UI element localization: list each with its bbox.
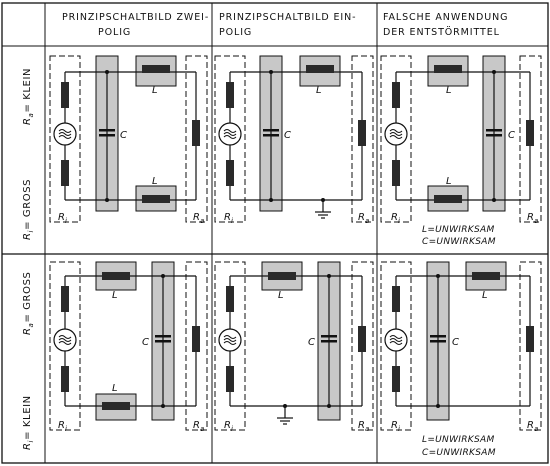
inductor-label: L xyxy=(446,176,452,187)
source-resistor-bottom xyxy=(61,160,69,186)
sine-icon xyxy=(223,335,237,345)
sine-icon xyxy=(389,129,403,139)
load-box xyxy=(351,261,374,431)
ri-label: Ri xyxy=(224,212,233,225)
row1-ra-label: Ra= KLEIN xyxy=(22,68,35,125)
ra-label: Ra xyxy=(527,212,538,225)
load-box xyxy=(351,55,374,223)
column-headers: PRINZIPSCHALTBILD ZWEI- POLIG PRINZIPSCH… xyxy=(62,12,508,38)
capacitor-label: C xyxy=(508,130,515,141)
inductor-label: L xyxy=(278,290,284,301)
ri-label: Ri xyxy=(391,212,400,225)
circuit-r1-c3: C L L Ri Ra L=UNWIRKSAM C=UNWIRKSAM xyxy=(380,55,542,247)
row-2-side-labels: Ra= GROSS Ri= KLEIN xyxy=(22,272,35,450)
l-ineffective-note: L=UNWIRKSAM xyxy=(422,435,495,445)
source-box xyxy=(214,55,246,223)
inductor xyxy=(306,65,334,73)
source-resistor-top xyxy=(61,82,69,108)
circuit-r1-c1: C L L Ri Ra xyxy=(49,55,208,225)
header-col1-line1: PRINZIPSCHALTBILD ZWEI- xyxy=(62,12,209,23)
sine-icon xyxy=(58,129,72,139)
circuit-r2-c3: C L Ri Ra L=UNWIRKSAM C=UNWIRKSAM xyxy=(380,261,542,458)
row-1-side-labels: Ra= KLEIN Ri= GROSS xyxy=(22,68,35,240)
row2-ra-label: Ra= GROSS xyxy=(22,272,35,335)
ra-label: Ra xyxy=(193,212,204,225)
load-box xyxy=(185,261,208,431)
header-col3-line2: DER ENTSTÖRMITTEL xyxy=(383,27,500,38)
circuit-r1-c2: C L Ri Ra xyxy=(214,55,374,225)
inductor-label: L xyxy=(316,85,322,96)
load-box xyxy=(519,261,542,431)
load-resistor xyxy=(192,120,200,146)
source-box xyxy=(49,261,81,431)
source-box xyxy=(380,261,412,431)
sine-icon xyxy=(389,335,403,345)
ra-label: Ra xyxy=(358,420,369,433)
circuit-r2-c2: C L Ri Ra xyxy=(214,261,374,433)
source-box xyxy=(380,55,412,223)
capacitor-label: C xyxy=(142,337,149,348)
inductor-bottom xyxy=(142,195,170,203)
ra-label: Ra xyxy=(527,420,538,433)
capacitor-label: C xyxy=(452,337,459,348)
header-col3-line1: FALSCHE ANWENDUNG xyxy=(383,12,508,23)
load-box xyxy=(185,55,208,223)
ra-label: Ra xyxy=(193,420,204,433)
ground-icon xyxy=(283,404,287,408)
capacitor-label: C xyxy=(120,130,127,141)
source-box xyxy=(214,261,246,431)
circuit-r2-c1: C L L Ri Ra xyxy=(49,261,208,433)
sine-icon xyxy=(223,129,237,139)
inductor-label: L xyxy=(152,176,158,187)
inductor-label: L xyxy=(112,383,118,394)
c-ineffective-note: C=UNWIRKSAM xyxy=(422,237,496,247)
c-ineffective-note: C=UNWIRKSAM xyxy=(422,448,496,458)
row1-ri-label: Ri= GROSS xyxy=(22,179,35,240)
ground-icon xyxy=(321,198,325,202)
header-col2-line1: PRINZIPSCHALTBILD EIN- xyxy=(219,12,356,23)
header-col1-line2: POLIG xyxy=(98,27,131,38)
source-box xyxy=(49,55,81,223)
load-box xyxy=(519,55,542,223)
ri-label: Ri xyxy=(224,420,233,433)
sine-icon xyxy=(58,335,72,345)
capacitor-symbol xyxy=(99,134,115,137)
inductor-label: L xyxy=(482,290,488,301)
capacitor-label: C xyxy=(284,130,291,141)
row2-ri-label: Ri= KLEIN xyxy=(22,395,35,450)
header-col2-line2: POLIG xyxy=(219,27,252,38)
capacitor-label: C xyxy=(308,337,315,348)
l-ineffective-note: L=UNWIRKSAM xyxy=(422,225,495,235)
inductor-top xyxy=(142,65,170,73)
ri-label: Ri xyxy=(391,420,400,433)
ri-label: Ri xyxy=(58,420,67,433)
ra-label: Ra xyxy=(358,212,369,225)
ri-label: Ri xyxy=(58,212,67,225)
inductor-label: L xyxy=(152,85,158,96)
inductor-label: L xyxy=(446,85,452,96)
inductor-label: L xyxy=(112,290,118,301)
